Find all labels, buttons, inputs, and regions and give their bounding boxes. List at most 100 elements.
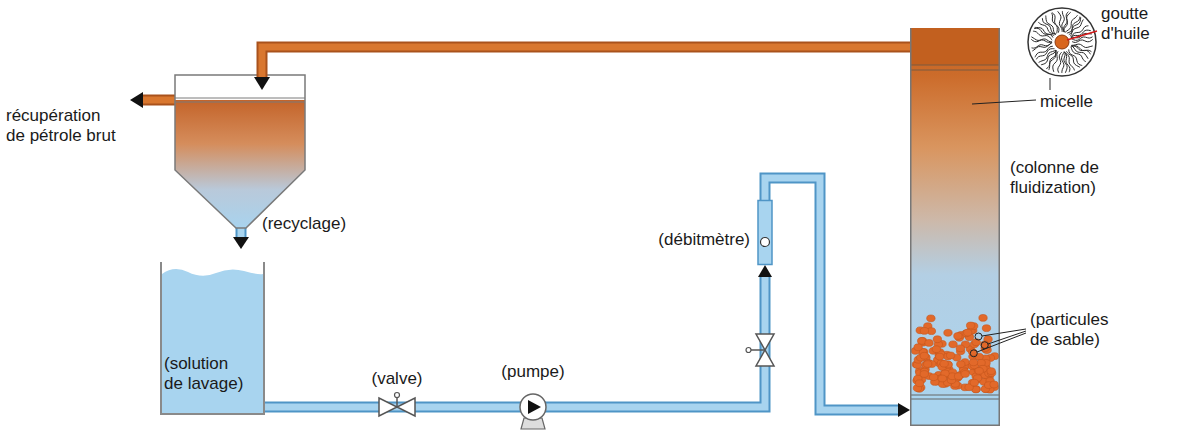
sand-particle bbox=[956, 345, 964, 352]
surfactant-tail bbox=[1032, 43, 1052, 51]
sand-particle bbox=[935, 353, 943, 360]
sand-particle bbox=[946, 352, 954, 359]
valve-body bbox=[397, 398, 415, 416]
sand-particle bbox=[920, 327, 928, 334]
pipe bbox=[765, 178, 898, 410]
oil-surface-line bbox=[175, 102, 305, 103]
valve: (valve) bbox=[367, 369, 427, 418]
pipe-connector bbox=[568, 277, 765, 407]
bottom-chamber bbox=[910, 395, 1000, 426]
surfactant-tail bbox=[1069, 49, 1083, 65]
sand-particle bbox=[920, 352, 928, 359]
sand-particle bbox=[933, 336, 941, 343]
sand-particle bbox=[964, 329, 972, 336]
pump: (pumpe) bbox=[498, 362, 568, 430]
valve-body bbox=[756, 334, 774, 350]
column-liquid bbox=[910, 28, 1000, 426]
surfactant-tail bbox=[1052, 13, 1059, 33]
sand-particle bbox=[923, 361, 931, 368]
component-label: (pumpe) bbox=[501, 362, 564, 382]
settling-tank bbox=[175, 75, 305, 228]
surfactant-tail bbox=[1064, 52, 1067, 73]
flowmeter-tube bbox=[758, 201, 772, 265]
sand-particle bbox=[927, 315, 935, 322]
arrowhead bbox=[130, 92, 143, 108]
micelle-outline bbox=[1028, 8, 1096, 76]
pipe-outline bbox=[427, 402, 498, 413]
oil-outlet-pipe bbox=[143, 97, 178, 104]
leader-line bbox=[972, 100, 1036, 104]
oil-droplet bbox=[1055, 35, 1069, 49]
overflow-pipe-outline bbox=[262, 47, 911, 77]
component-label: (solution de lavage) bbox=[164, 354, 248, 394]
pipe bbox=[568, 277, 765, 407]
valve-handle bbox=[746, 348, 751, 353]
fluidization-column: (colonne de fluidization) bbox=[910, 28, 1000, 426]
distributor-plate bbox=[910, 399, 1000, 400]
wash-solution-tank: (solution de lavage) bbox=[160, 262, 265, 415]
sand-particle bbox=[987, 368, 995, 375]
arrowhead bbox=[233, 237, 249, 249]
sand-particle bbox=[940, 360, 948, 367]
surfactant-tail bbox=[1046, 16, 1056, 35]
sand-particle bbox=[915, 380, 923, 387]
pipe-outline bbox=[568, 277, 765, 407]
leader-line bbox=[977, 333, 1026, 352]
surfactant-tail bbox=[1058, 11, 1063, 32]
flowmeter-float bbox=[761, 238, 770, 247]
sand-particle bbox=[975, 367, 983, 374]
pipe bbox=[427, 404, 498, 411]
label-anchor: micelle bbox=[1040, 92, 1093, 112]
sand-particle bbox=[938, 375, 946, 382]
arrowhead bbox=[254, 77, 270, 90]
sand-particle bbox=[954, 333, 962, 340]
label-anchor: récupération de pétrole brut bbox=[6, 106, 124, 146]
label-anchor: (particules de sable) bbox=[1030, 310, 1130, 350]
particle-marker bbox=[970, 350, 977, 357]
sand-particle bbox=[990, 381, 998, 388]
sand-particle bbox=[966, 322, 974, 329]
pipe-outline bbox=[765, 178, 898, 410]
valve-symbol bbox=[746, 334, 774, 366]
oil-outlet-pipe-outline bbox=[143, 95, 178, 106]
valve-stem bbox=[751, 349, 765, 351]
outlet-label: (recyclage) bbox=[262, 214, 346, 234]
sand-particle bbox=[981, 341, 989, 348]
pump-arrow bbox=[528, 400, 541, 414]
overflow-pipe bbox=[262, 47, 911, 77]
leader-line bbox=[1067, 31, 1097, 40]
sand-particle bbox=[932, 346, 940, 353]
leader-line bbox=[982, 329, 1026, 336]
sand-particle bbox=[929, 374, 937, 381]
sand-particle bbox=[949, 341, 957, 348]
label-anchor: goutte d'huile bbox=[1101, 4, 1181, 44]
pump-body bbox=[520, 394, 546, 420]
pipe-connector bbox=[765, 178, 898, 410]
pipe bbox=[265, 404, 367, 411]
surfactant-tail bbox=[1065, 15, 1078, 32]
component-label: (valve) bbox=[371, 369, 422, 389]
valve-body bbox=[756, 350, 774, 366]
fluidization-column-shape bbox=[910, 28, 1000, 426]
particle-marker bbox=[975, 333, 982, 340]
surfactant-tail bbox=[1058, 52, 1062, 73]
callout-label: goutte d'huile bbox=[1101, 4, 1181, 44]
surfactant-tail bbox=[1067, 17, 1080, 34]
surfactant-tail bbox=[1036, 49, 1054, 60]
callout-label: (particules de sable) bbox=[1030, 310, 1130, 350]
sand-particle bbox=[920, 371, 928, 378]
pipe-connector bbox=[427, 407, 498, 408]
outlet-label: récupération de pétrole brut bbox=[6, 106, 124, 146]
surfactant-tail bbox=[1064, 52, 1070, 72]
valve-handle bbox=[395, 393, 400, 398]
surfactant-tails bbox=[1031, 11, 1093, 73]
oil-layer bbox=[910, 28, 1000, 65]
layer-line bbox=[910, 65, 1000, 66]
surfactant-tail bbox=[1035, 46, 1053, 57]
component-label: (débitmètre) bbox=[658, 230, 750, 250]
micelle-symbol bbox=[1028, 8, 1097, 76]
distributor-plate bbox=[910, 395, 1000, 396]
pipe-connector bbox=[265, 407, 367, 408]
wash-liquid bbox=[162, 269, 263, 413]
